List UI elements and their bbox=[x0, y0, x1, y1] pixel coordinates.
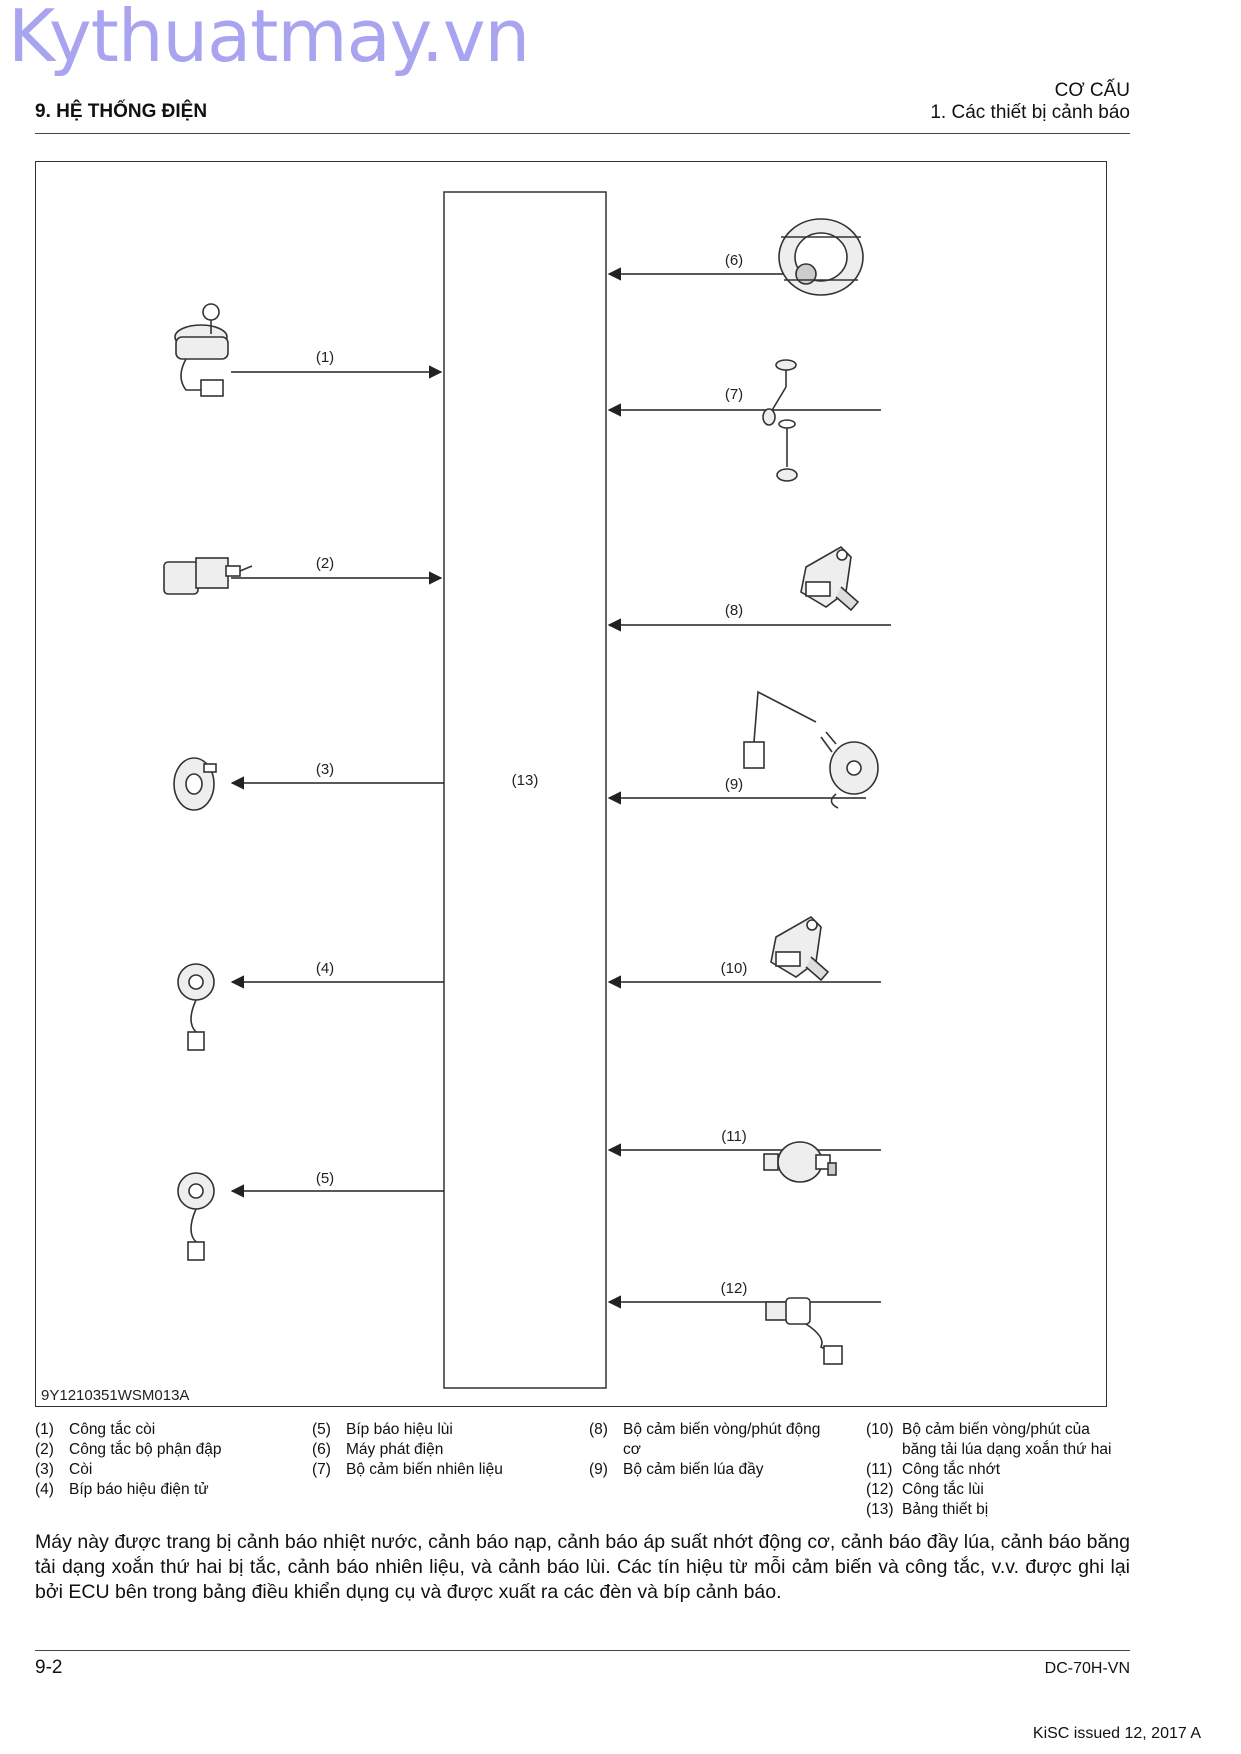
callout-11: (11) bbox=[721, 1128, 747, 1145]
legend-item: (11) Công tắc nhớt bbox=[866, 1460, 1128, 1480]
reverse-switch-icon bbox=[765, 1297, 843, 1365]
callout-4: (4) bbox=[316, 960, 334, 977]
alternator-icon bbox=[778, 218, 864, 296]
threshing-switch-icon bbox=[163, 557, 253, 595]
horn-switch-icon bbox=[174, 303, 229, 397]
legend-num: (8) bbox=[589, 1421, 608, 1438]
legend-text: Bộ cảm biến vòng/phút của băng tải lúa d… bbox=[902, 1421, 1112, 1458]
callout-1: (1) bbox=[316, 349, 334, 366]
callout-12: (12) bbox=[721, 1280, 748, 1297]
legend-num: (4) bbox=[35, 1481, 54, 1498]
callout-9: (9) bbox=[725, 776, 743, 793]
instrument-panel-box bbox=[443, 191, 607, 1389]
legend-num: (3) bbox=[35, 1461, 54, 1478]
legend-text: Công tắc lùi bbox=[902, 1481, 984, 1498]
legend-col-1: (1)Công tắc còi (2)Công tắc bộ phận đập … bbox=[35, 1420, 275, 1500]
legend-item: (9) Bộ cảm biến lúa đầy bbox=[589, 1460, 829, 1480]
legend: (1)Công tắc còi (2)Công tắc bộ phận đập … bbox=[35, 1420, 1135, 1520]
legend-text: Bộ cảm biến nhiên liệu bbox=[346, 1461, 503, 1478]
chapter-title: 9. HỆ THỐNG ĐIỆN bbox=[35, 101, 208, 122]
figure-drawing: (13) (1) (2) (3) (4) (5) (6) bbox=[163, 191, 891, 1389]
legend-text: Công tắc nhớt bbox=[902, 1461, 1001, 1478]
fuel-sensor-icon bbox=[762, 359, 798, 482]
legend-item: (5) Bíp báo hiệu lùi bbox=[312, 1420, 547, 1440]
reverse-buzzer-icon bbox=[177, 1172, 215, 1261]
legend-num: (9) bbox=[589, 1461, 608, 1478]
legend-item: (6) Máy phát điện bbox=[312, 1440, 547, 1460]
legend-num: (10) bbox=[866, 1421, 894, 1438]
oil-pressure-switch-icon bbox=[763, 1141, 837, 1183]
document-code: DC-70H-VN bbox=[1044, 1660, 1130, 1677]
legend-num: (1) bbox=[35, 1421, 54, 1438]
figure-id: 9Y1210351WSM013A bbox=[41, 1387, 190, 1404]
legend-num: (11) bbox=[866, 1461, 893, 1478]
legend-item: (13) Bảng thiết bị bbox=[866, 1500, 1128, 1520]
legend-num: (2) bbox=[35, 1441, 54, 1458]
left-callout-labels: (1) (2) (3) (4) (5) bbox=[316, 349, 334, 1187]
buzzer-icon bbox=[177, 963, 215, 1051]
legend-text: Bộ cảm biến vòng/phút động cơ bbox=[623, 1421, 821, 1458]
legend-col-4: (10) Bộ cảm biến vòng/phút của băng tải l… bbox=[866, 1420, 1128, 1520]
legend-num: (5) bbox=[312, 1421, 331, 1438]
legend-num: (12) bbox=[866, 1481, 894, 1498]
callout-2: (2) bbox=[316, 555, 334, 572]
callout-3: (3) bbox=[316, 761, 334, 778]
callout-10: (10) bbox=[721, 960, 748, 977]
callout-5: (5) bbox=[316, 1170, 334, 1187]
left-connections bbox=[230, 365, 444, 1198]
section-title: CƠ CẤU bbox=[1054, 80, 1130, 101]
description-paragraph: Máy này được trang bị cảnh báo nhiệt nướ… bbox=[35, 1531, 1130, 1603]
legend-item: (12) Công tắc lùi bbox=[866, 1480, 1128, 1500]
wiring-figure: (13) (1) (2) (3) (4) (5) (6) bbox=[35, 161, 1107, 1407]
legend-item: (8) Bộ cảm biến vòng/phút động cơ bbox=[589, 1420, 829, 1460]
legend-text: Bíp báo hiệu lùi bbox=[346, 1421, 453, 1438]
legend-item: (1) Công tắc còi bbox=[35, 1420, 275, 1440]
callout-6: (6) bbox=[725, 252, 743, 269]
legend-item: (3) Còi bbox=[35, 1460, 275, 1480]
legend-item: (4) Bíp báo hiệu điện tử bbox=[35, 1480, 275, 1500]
issued-note: KiSC issued 12, 2017 A bbox=[1032, 1725, 1201, 1742]
page-number: 9-2 bbox=[35, 1657, 63, 1678]
legend-col-2: (5) Bíp báo hiệu lùi (6) Máy phát điện (7)… bbox=[312, 1420, 547, 1480]
auger-rpm-sensor-icon bbox=[770, 916, 830, 982]
legend-num: (13) bbox=[866, 1501, 894, 1518]
legend-text: Bảng thiết bị bbox=[902, 1501, 989, 1518]
footer-rule bbox=[35, 1650, 1130, 1651]
legend-item: (2) Công tắc bộ phận đập bbox=[35, 1440, 275, 1460]
legend-text: Máy phát điện bbox=[346, 1441, 444, 1458]
panel-label: (13) bbox=[512, 772, 539, 789]
subsection-title: 1. Các thiết bị cảnh báo bbox=[930, 102, 1130, 123]
legend-col-3: (8) Bộ cảm biến vòng/phút động cơ (9) Bộ c… bbox=[589, 1420, 829, 1480]
legend-num: (6) bbox=[312, 1441, 331, 1458]
legend-text: Công tắc bộ phận đập bbox=[69, 1441, 222, 1458]
engine-rpm-sensor-icon bbox=[800, 546, 860, 612]
horn-icon bbox=[173, 757, 217, 811]
legend-text: Còi bbox=[69, 1461, 93, 1478]
watermark: Kythuatmay.vn bbox=[8, 0, 530, 78]
right-callout-labels: (6) (7) (8) (9) (10) (11) (12) bbox=[721, 252, 748, 1297]
legend-text: Công tắc còi bbox=[69, 1421, 156, 1438]
callout-8: (8) bbox=[725, 602, 743, 619]
legend-text: Bíp báo hiệu điện tử bbox=[69, 1481, 209, 1498]
callout-7: (7) bbox=[725, 386, 743, 403]
header-rule bbox=[35, 133, 1130, 134]
legend-text: Bộ cảm biến lúa đầy bbox=[623, 1461, 764, 1478]
grain-full-sensor-icon bbox=[743, 690, 879, 809]
legend-item: (10) Bộ cảm biến vòng/phút của băng tải l… bbox=[866, 1420, 1128, 1460]
legend-item: (7) Bộ cảm biến nhiên liệu bbox=[312, 1460, 547, 1480]
legend-num: (7) bbox=[312, 1461, 331, 1478]
